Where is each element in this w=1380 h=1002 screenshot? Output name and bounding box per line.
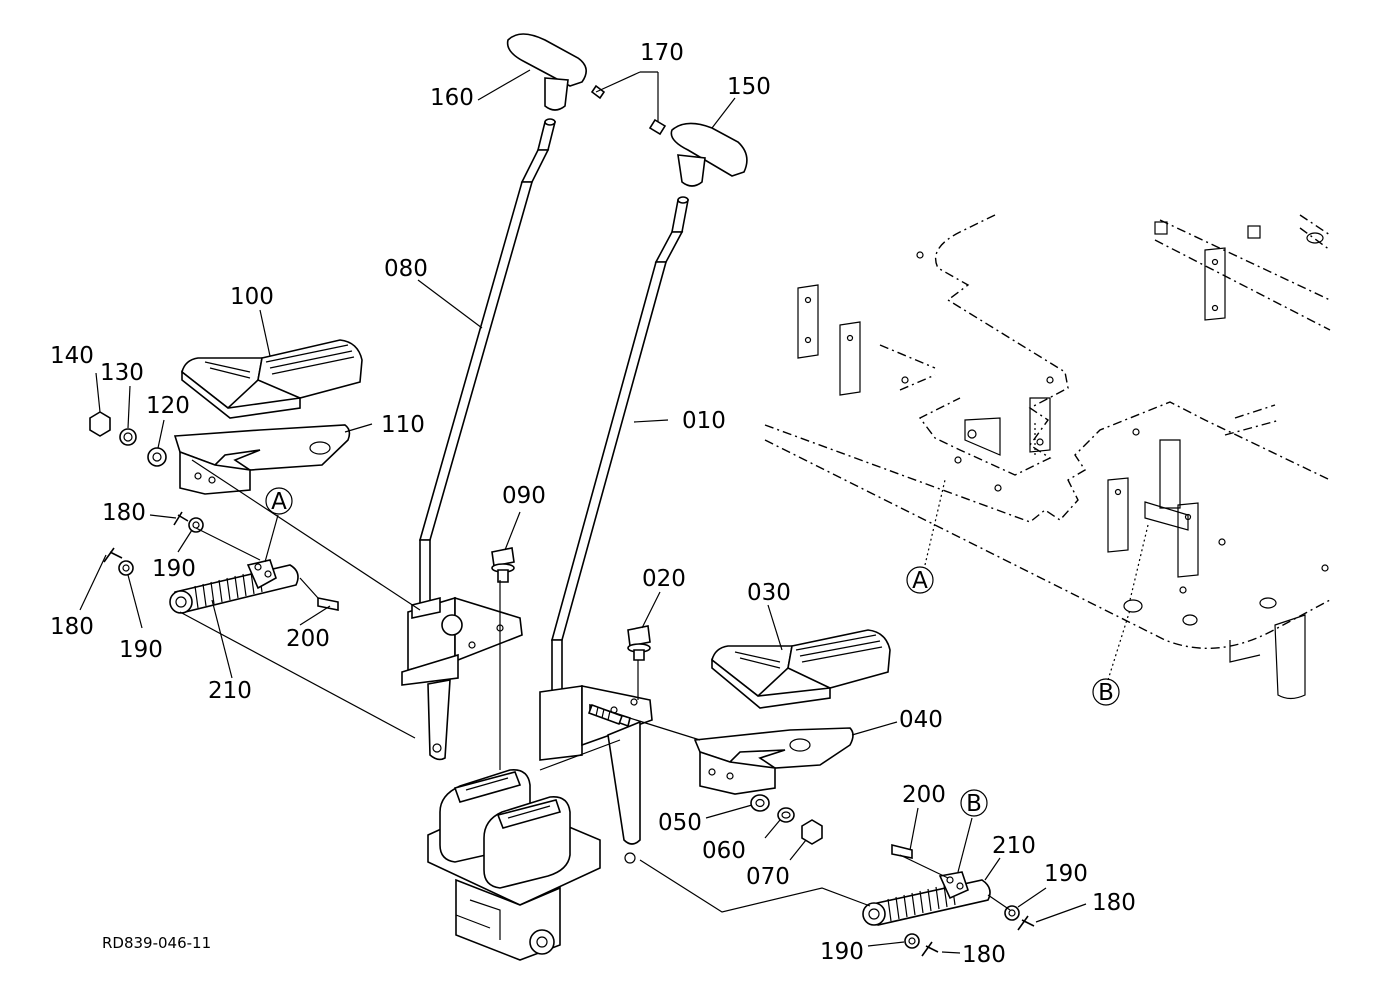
svg-text:A: A [271,489,287,515]
callout-210-left: 210 [208,678,252,704]
bolt-020 [627,625,651,661]
ref-marker-a-floor: A [906,566,934,594]
left-lever-base-bracket [401,596,523,761]
callout-130: 130 [100,360,144,386]
callout-200-right: 200 [902,782,946,808]
right-lever-grip [648,118,748,187]
callout-040: 040 [899,707,943,733]
svg-text:B: B [1098,680,1114,706]
callout-010: 010 [682,408,726,434]
ref-marker-b-floor: B [1092,678,1120,706]
assembly-lines [179,71,1149,913]
bolt-090 [491,547,515,583]
right-pedal-bracket [693,727,854,795]
callout-190-right-upper: 190 [1044,861,1088,887]
left-lever-grip [506,33,606,111]
callout-160: 160 [430,85,474,111]
reference-markers: A A B B [265,487,1120,817]
leader-lines [79,69,1131,954]
floor-plate [764,214,1331,700]
drawing-code: RD839-046-11 [102,934,211,952]
ref-marker-a-left: A [265,487,293,515]
callout-180-right-lower: 180 [962,942,1006,968]
callout-030: 030 [747,580,791,606]
callout-060: 060 [702,838,746,864]
callout-120: 120 [146,393,190,419]
callout-070: 070 [746,864,790,890]
stud-bolt [587,703,624,726]
callout-180-right-upper: 180 [1092,890,1136,916]
right-lever-base-bracket [539,685,653,864]
callout-190-left-lower: 190 [119,637,163,663]
left-pedal-bracket [173,424,351,495]
left-lever-rod [418,118,557,613]
svg-text:A: A [912,568,928,594]
left-spring-assembly [103,511,339,614]
callout-110: 110 [381,412,425,438]
callout-100: 100 [230,284,274,310]
right-pedal-hardware [750,794,823,845]
callout-150: 150 [727,74,771,100]
callout-090: 090 [502,483,546,509]
svg-text:B: B [966,791,982,817]
ref-marker-b-right: B [960,789,988,817]
callout-200-left: 200 [286,626,330,652]
pilot-valve [427,768,601,961]
left-pedal [181,339,363,419]
left-pedal-hardware [89,411,167,467]
callout-190-left-upper: 190 [152,556,196,582]
callout-020: 020 [642,566,686,592]
callout-140: 140 [50,343,94,369]
callout-180-left-upper: 180 [102,500,146,526]
right-lever-rod [550,196,689,701]
right-spring-assembly [862,843,1035,957]
callout-180-left-lower: 180 [50,614,94,640]
callout-050: 050 [658,810,702,836]
callout-190-right-lower: 190 [820,939,864,965]
callout-080: 080 [384,256,428,282]
callout-170: 170 [640,40,684,66]
callout-210-right: 210 [992,833,1036,859]
callout-labels: 160 170 150 080 010 100 140 130 120 110 … [50,40,1136,968]
right-pedal [711,629,891,709]
